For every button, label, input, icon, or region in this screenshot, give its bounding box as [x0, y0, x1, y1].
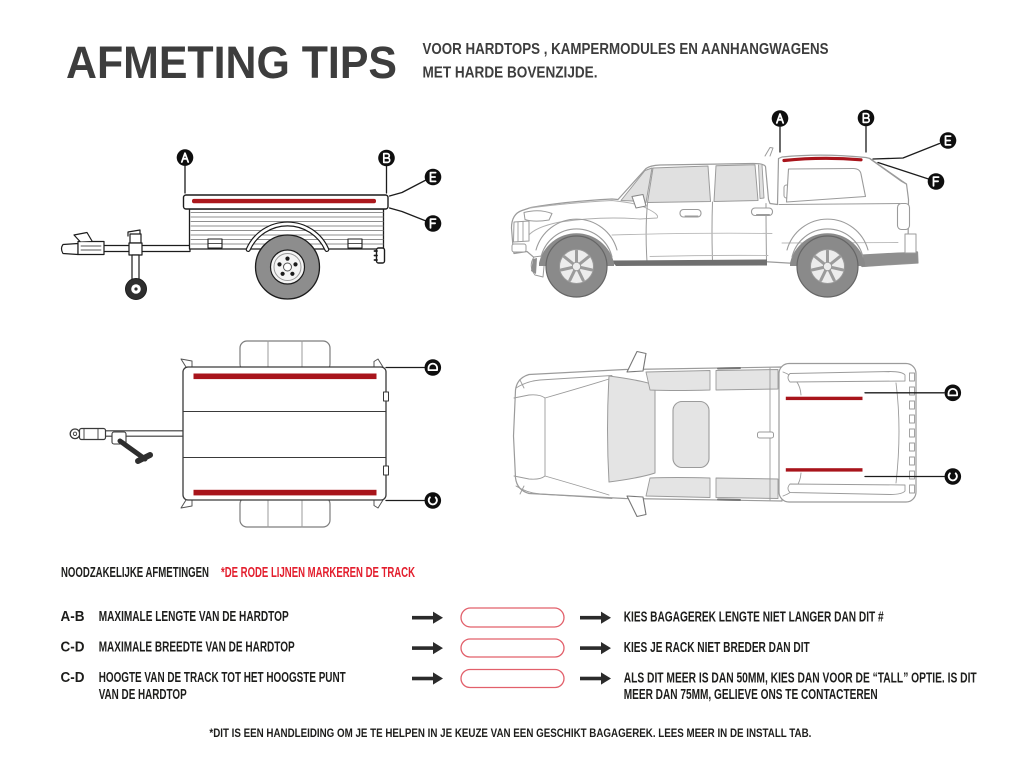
svg-text:MAXIMALE BREEDTE VAN DE HARDTO: MAXIMALE BREEDTE VAN DE HARDTOP: [99, 640, 295, 656]
svg-text:MET HARDE BOVENZIJDE.: MET HARDE BOVENZIJDE.: [423, 65, 598, 82]
svg-text:AFMETING TIPS: AFMETING TIPS: [66, 37, 397, 88]
svg-text:ALS DIT MEER IS DAN 50MM, KIES: ALS DIT MEER IS DAN 50MM, KIES DAN VOOR …: [624, 670, 977, 686]
svg-text:HOOGTE VAN DE TRACK TOT HET HO: HOOGTE VAN DE TRACK TOT HET HOOGSTE PUNT: [99, 670, 346, 686]
svg-text:C-D: C-D: [61, 670, 85, 686]
svg-text:KIES BAGAGEREK LENGTE NIET LAN: KIES BAGAGEREK LENGTE NIET LANGER DAN DI…: [624, 610, 884, 626]
svg-text:VOOR HARDTOPS , KAMPERMODULES: VOOR HARDTOPS , KAMPERMODULES EN AANHANG…: [423, 41, 829, 58]
svg-text:MAXIMALE LENGTE VAN DE HARDTOP: MAXIMALE LENGTE VAN DE HARDTOP: [99, 609, 289, 625]
svg-text:*DE RODE LIJNEN MARKEREN DE TR: *DE RODE LIJNEN MARKEREN DE TRACK: [221, 565, 415, 581]
svg-text:MEER DAN 75MM, GELIEVE ONS TE: MEER DAN 75MM, GELIEVE ONS TE CONTACTERE…: [624, 687, 878, 703]
svg-text:*DIT IS EEN HANDLEIDING OM JE: *DIT IS EEN HANDLEIDING OM JE TE HELPEN …: [209, 726, 811, 740]
svg-text:A-B: A-B: [61, 609, 85, 625]
svg-text:C-D: C-D: [61, 640, 85, 656]
svg-text:NOODZAKELIJKE AFMETINGEN: NOODZAKELIJKE AFMETINGEN: [61, 565, 209, 581]
svg-text:KIES JE RACK NIET BREDER DAN D: KIES JE RACK NIET BREDER DAN DIT: [624, 640, 810, 656]
svg-text:VAN DE HARDTOP: VAN DE HARDTOP: [99, 687, 187, 703]
